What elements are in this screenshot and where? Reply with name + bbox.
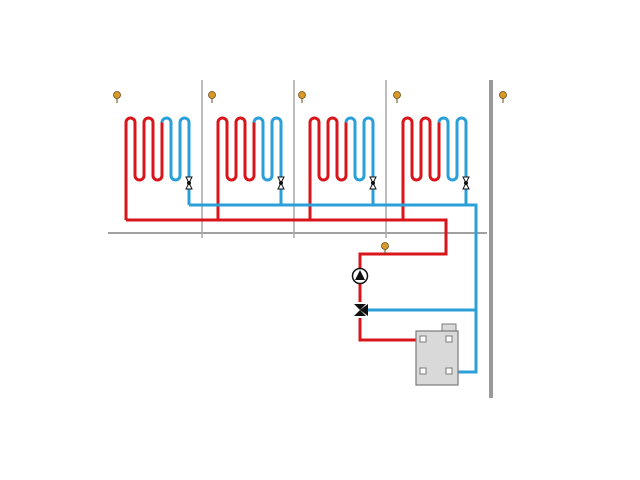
supply-loop-4 (401, 116, 441, 220)
boiler-icon (415, 323, 459, 386)
return-loop-3 (344, 116, 375, 205)
building-structure (108, 80, 493, 398)
flow-temperature-sensor-icon (381, 242, 389, 254)
room-loop-3 (308, 116, 377, 220)
return-loop-4 (437, 116, 468, 205)
room-loop-4 (401, 116, 470, 220)
zone-valve-icon-3 (369, 176, 377, 190)
room-thermostat-icon-2 (208, 91, 216, 103)
room-loop-1 (124, 116, 193, 220)
zone-valve-icon-4 (462, 176, 470, 190)
distribution-pipes (126, 203, 478, 374)
sensors (113, 91, 507, 254)
return-loop-1 (160, 116, 191, 205)
return-header-pipe (189, 203, 478, 374)
boiler-supply-pipe (358, 318, 424, 342)
floor-heating-loops (124, 116, 470, 220)
supply-header-pipe (126, 218, 448, 268)
supply-loop-2 (216, 116, 256, 220)
zone-valve-icon-1 (185, 176, 193, 190)
room-thermostat-icon-1 (113, 91, 121, 103)
outdoor-sensor-icon (499, 91, 507, 103)
circulation-pump-icon (351, 267, 369, 285)
room-thermostat-icon-3 (298, 91, 306, 103)
supply-loop-3 (308, 116, 348, 220)
room-thermostat-icon-4 (393, 91, 401, 103)
room-loop-2 (216, 116, 285, 220)
return-loop-2 (252, 116, 283, 205)
three-way-mixing-valve-icon (354, 304, 368, 316)
supply-loop-1 (124, 116, 164, 220)
zone-valve-icon-2 (277, 176, 285, 190)
